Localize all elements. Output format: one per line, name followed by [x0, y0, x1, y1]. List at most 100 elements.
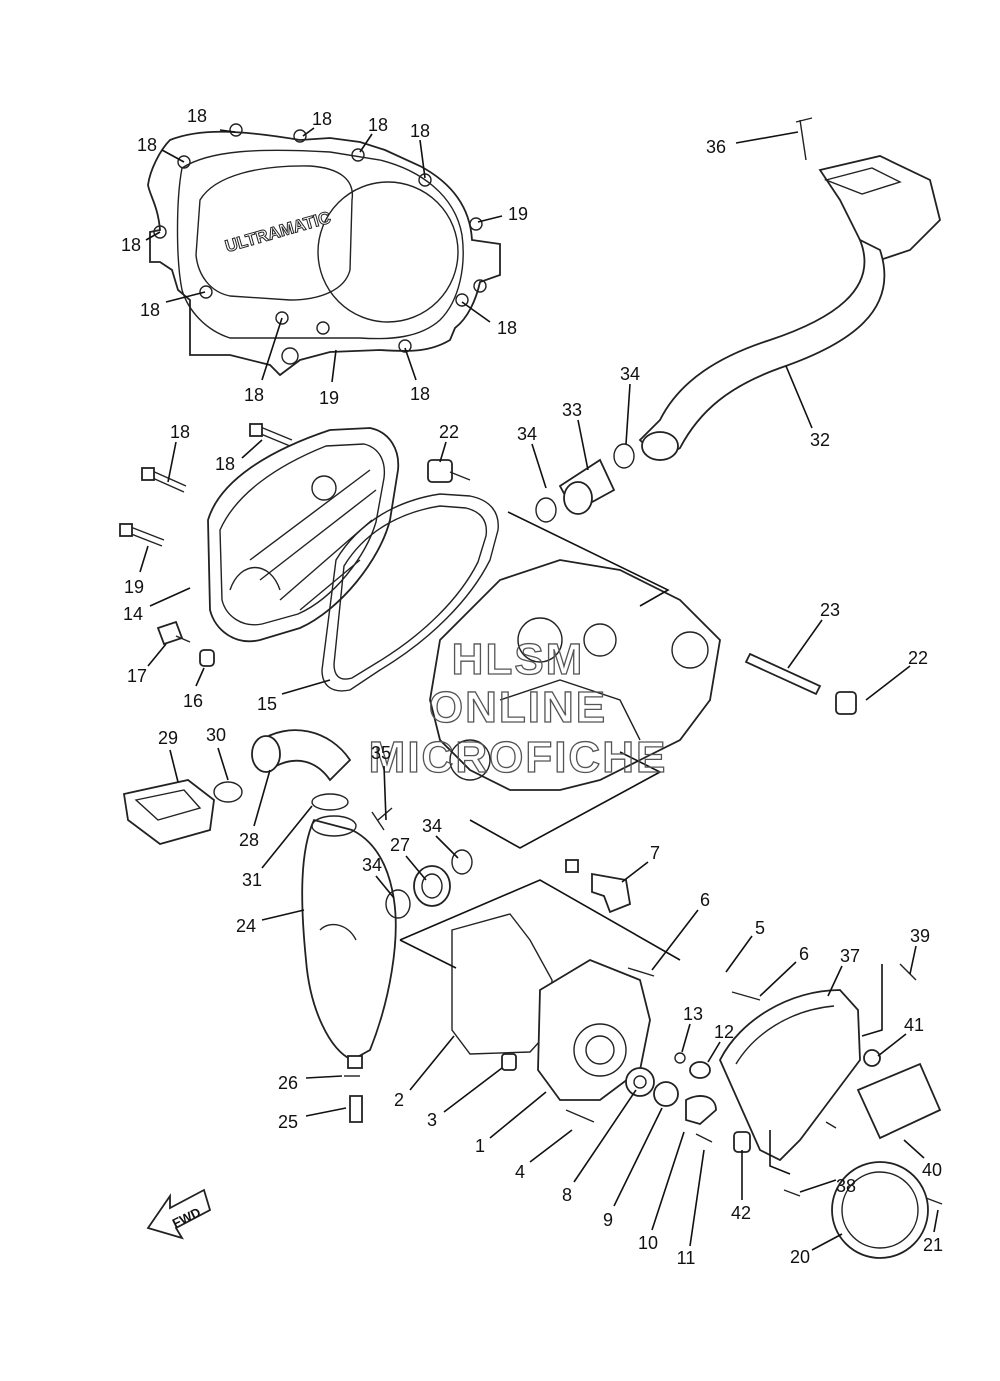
- callout-number: 17: [127, 666, 147, 686]
- callout-6: 6: [759, 944, 809, 997]
- callout-number: 18: [121, 235, 141, 255]
- callout-leader: [281, 679, 331, 695]
- callout-number: 18: [187, 106, 207, 126]
- callout-7: 7: [621, 843, 660, 883]
- callout-leader: [419, 139, 426, 179]
- callout-number: 33: [562, 400, 582, 420]
- callout-leader: [219, 129, 236, 133]
- callout-leader: [241, 439, 263, 459]
- callout-number: 18: [244, 385, 264, 405]
- callout-number: 11: [677, 1248, 696, 1268]
- callout-18: 18: [359, 115, 388, 153]
- callout-number: 18: [410, 384, 430, 404]
- callout-22: 22: [439, 422, 459, 463]
- callout-18: 18: [137, 135, 185, 163]
- callout-leader: [651, 909, 699, 971]
- intake-duct: [301, 815, 397, 1123]
- callout-leader: [217, 747, 229, 781]
- callout-3: 3: [427, 1067, 503, 1130]
- callout-leader: [461, 301, 491, 323]
- callout-number: 28: [239, 830, 259, 850]
- callout-leader: [305, 1075, 343, 1079]
- callout-number: 35: [371, 743, 391, 763]
- callout-leader: [145, 231, 161, 241]
- callout-leader: [165, 291, 206, 303]
- assembly-frames: [399, 511, 883, 1175]
- callout-leader: [435, 835, 459, 859]
- callout-32: 32: [785, 365, 830, 450]
- callout-leader: [261, 805, 313, 869]
- callout-30: 30: [206, 725, 229, 781]
- callout-18: 18: [140, 291, 206, 320]
- callout-31: 31: [242, 805, 313, 890]
- callout-leader: [785, 365, 813, 429]
- callout-23: 23: [787, 600, 840, 669]
- callout-number: 40: [922, 1160, 942, 1180]
- callout-number: 21: [923, 1235, 943, 1255]
- callout-21: 21: [923, 1209, 943, 1255]
- callout-leader: [409, 1035, 455, 1091]
- callout-leader: [577, 419, 589, 471]
- callout-number: 1: [475, 1136, 485, 1156]
- callout-number: 38: [836, 1176, 856, 1196]
- callout-leader: [735, 131, 799, 144]
- callout-18: 18: [215, 439, 263, 474]
- watermark-line-3: MICROFICHE: [369, 733, 668, 782]
- seals-and-bolts: [565, 967, 761, 1153]
- callout-14: 14: [123, 587, 191, 624]
- callout-35: 35: [371, 743, 391, 821]
- callout-number: 42: [731, 1203, 751, 1223]
- callout-18: 18: [121, 231, 161, 255]
- callout-number: 34: [362, 855, 382, 875]
- callout-leader: [621, 861, 649, 883]
- callout-leader: [359, 133, 373, 153]
- callout-39: 39: [909, 926, 930, 975]
- callout-8: 8: [562, 1089, 637, 1205]
- callout-leader: [681, 1023, 691, 1053]
- callout-number: 14: [123, 604, 143, 624]
- callout-number: 13: [683, 1004, 703, 1024]
- callout-18: 18: [244, 317, 283, 405]
- callout-leader: [383, 765, 387, 821]
- callout-leader: [827, 965, 843, 997]
- callout-number: 39: [910, 926, 930, 946]
- callout-number: 4: [515, 1162, 525, 1182]
- callout-38: 38: [799, 1176, 856, 1196]
- callout-number: 15: [257, 694, 277, 714]
- callout-18: 18: [187, 106, 236, 133]
- callout-18: 18: [410, 121, 430, 179]
- callout-number: 22: [439, 422, 459, 442]
- callout-leader: [725, 935, 753, 973]
- callout-34: 34: [362, 855, 395, 899]
- callout-number: 29: [158, 728, 178, 748]
- callout-number: 10: [638, 1233, 658, 1253]
- callout-number: 9: [603, 1210, 613, 1230]
- callout-number: 18: [215, 454, 235, 474]
- callout-leader: [573, 1089, 637, 1183]
- bracket-7: [591, 872, 632, 914]
- callout-leader: [305, 1107, 347, 1117]
- callout-number: 3: [427, 1110, 437, 1130]
- callout-number: 34: [620, 364, 640, 384]
- callout-number: 36: [706, 137, 726, 157]
- callout-41: 41: [877, 1015, 924, 1057]
- callout-18: 18: [167, 422, 190, 483]
- callout-10: 10: [638, 1131, 685, 1253]
- callout-40: 40: [903, 1139, 942, 1180]
- callout-leader: [405, 855, 427, 881]
- plugs-and-pipe: [427, 459, 857, 715]
- callout-12: 12: [707, 1022, 734, 1063]
- callout-number: 30: [206, 725, 226, 745]
- duct-hose-and-clamps: [535, 443, 635, 523]
- callout-number: 18: [497, 318, 517, 338]
- callout-leader: [261, 909, 305, 921]
- callout-leader: [689, 1149, 705, 1247]
- callout-leader: [811, 1233, 843, 1251]
- callout-number: 5: [755, 918, 765, 938]
- callout-leader: [253, 769, 271, 827]
- callout-leader: [909, 945, 917, 975]
- callout-number: 6: [700, 890, 710, 910]
- callout-number: 6: [799, 944, 809, 964]
- callout-leader: [404, 347, 417, 381]
- callout-number: 23: [820, 600, 840, 620]
